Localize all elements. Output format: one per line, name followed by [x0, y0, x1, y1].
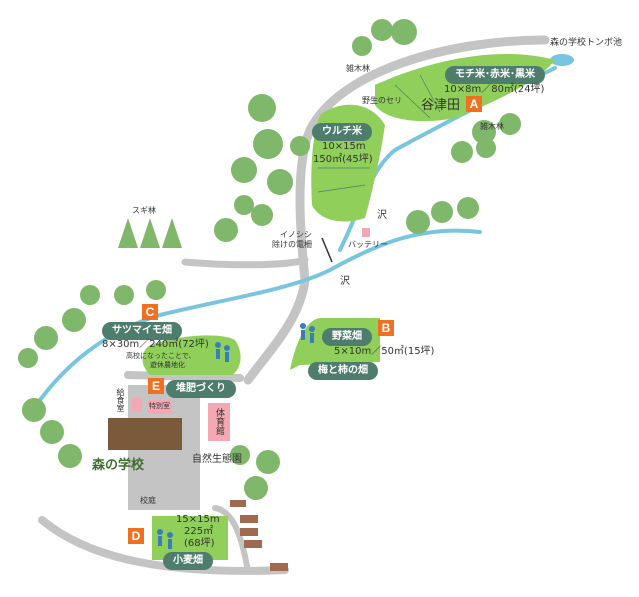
school-building [108, 418, 182, 450]
uruchi-field-label: ウルチ米 [312, 123, 372, 141]
zoki-label-1: 雑木林 [346, 64, 370, 73]
yatsuda-label: 谷津田 [421, 98, 461, 113]
zoki-label-2: 雑木林 [480, 122, 504, 131]
roads [38, 35, 550, 575]
tokubetsu-room [148, 400, 172, 414]
gym-building [208, 403, 230, 441]
electric-fence [321, 237, 333, 263]
uruchi-field-size-dims: 10×15m [322, 141, 366, 152]
komugi-size-area: 225㎡ [184, 526, 214, 537]
cedar-trees [118, 218, 182, 248]
buildings [108, 228, 370, 510]
komugi-size-dims: 15×15m [176, 514, 220, 525]
mochi-field-label: モチ米･赤米･黒米 [445, 66, 545, 84]
seri-label: 野生のセリ [362, 96, 402, 105]
ume-field-label: 梅と柿の畑 [308, 362, 378, 380]
satsuma-field-label: サツマイモ畑 [102, 322, 182, 340]
campus-road [212, 505, 251, 573]
stream-main [38, 228, 482, 402]
yasai-field-size: 5×10m／50㎡(15坪) [334, 346, 435, 357]
satsuma-note-2: 遊休農地化 [150, 361, 185, 369]
main-road [243, 35, 550, 385]
taihi-label: 堆肥づくり [166, 380, 236, 398]
marker-d: D [128, 528, 144, 544]
marker-a: A [466, 96, 482, 112]
satsuma-field-size: 8×30m／240㎡(72坪) [102, 339, 209, 350]
marker-e: E [148, 378, 164, 394]
school-road [124, 371, 244, 382]
battery-box [362, 228, 370, 237]
people-icons [157, 323, 315, 549]
shizen-label: 自然生態園 [192, 454, 242, 465]
uruchi-field-size-area: 150㎡(45坪) [313, 154, 373, 165]
sawa-label-2: 沢 [340, 276, 350, 287]
satsuma-note-1: 高校になったことで、 [126, 352, 196, 360]
huts [230, 500, 288, 571]
kyushoku-label: 給食室 [116, 388, 125, 412]
mochi-field-size: 10×8m／80㎡(24坪) [444, 84, 545, 95]
fence-label-2: 除けの電柵 [272, 240, 312, 249]
pond-shape [550, 54, 574, 66]
marker-c: C [142, 304, 158, 320]
sugi-label: スギ林 [132, 206, 156, 215]
field-lines [317, 74, 441, 193]
marker-b: B [378, 320, 394, 336]
komugi-field-label: 小麦畑 [163, 552, 213, 570]
kotei-label: 校庭 [140, 496, 156, 505]
school-name: 森の学校 [92, 458, 145, 473]
tokubetsu-label: 特別室 [149, 402, 170, 410]
side-road [181, 256, 309, 269]
kyushoku-room [132, 398, 142, 412]
yasai-field-label: 野菜畑 [322, 328, 372, 346]
battery-label: バッテリー [348, 240, 388, 249]
lower-road [38, 516, 289, 575]
trees [18, 19, 521, 500]
pond-label: 森の学校トンボ池 [550, 38, 623, 48]
fence-label-1: イノシシ [280, 230, 312, 239]
komugi-size-tsubo: (68坪) [184, 538, 215, 549]
sawa-label-1: 沢 [377, 210, 387, 221]
taiikukan-label: 体育館 [214, 408, 224, 435]
